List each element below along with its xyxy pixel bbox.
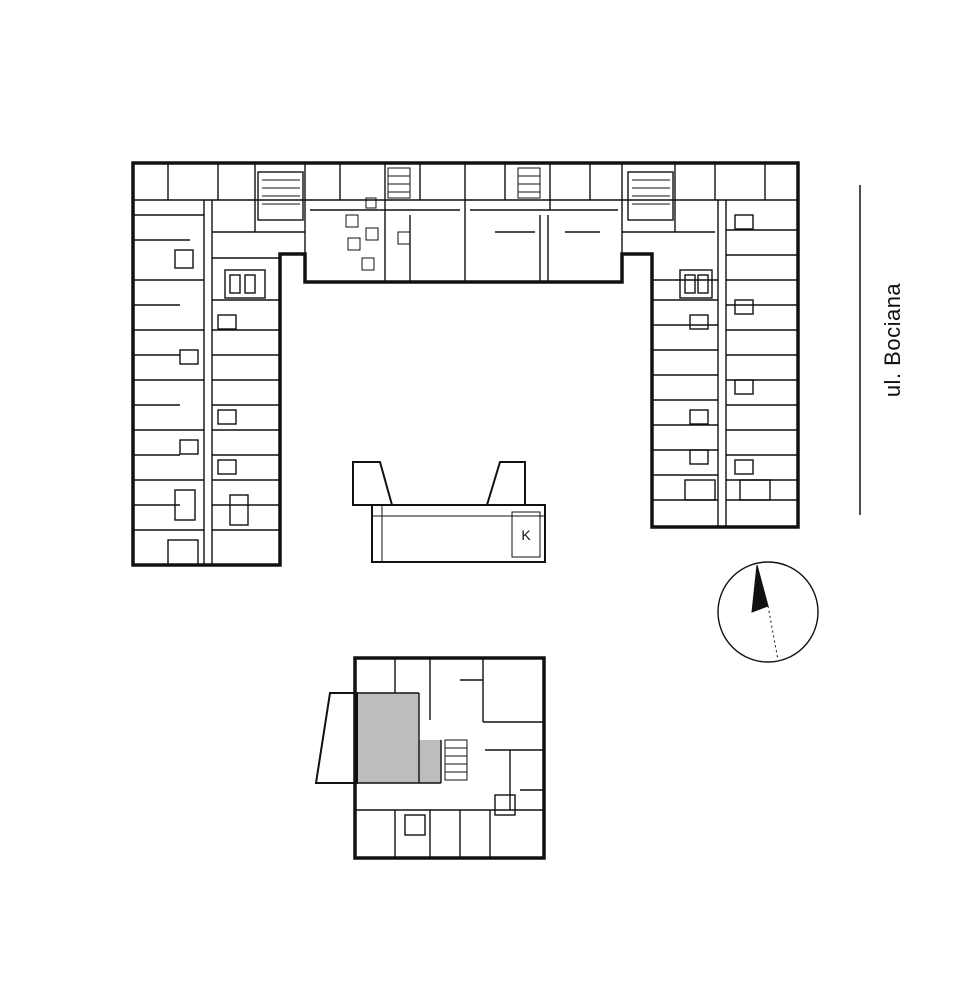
top-wing	[133, 163, 798, 282]
right-wing	[652, 200, 798, 527]
main-building	[131, 161, 800, 567]
central-pavilion: K	[352, 461, 546, 563]
building-outline	[131, 161, 800, 567]
highlighted-apartment[interactable]	[357, 693, 419, 783]
left-wing	[133, 200, 280, 566]
street-name-label: ul. Bociana	[880, 282, 905, 398]
bottom-building	[314, 656, 546, 860]
parking-icons	[345, 197, 411, 271]
pavilion-marker: K	[521, 527, 531, 543]
north-arrow-icon	[717, 561, 819, 663]
